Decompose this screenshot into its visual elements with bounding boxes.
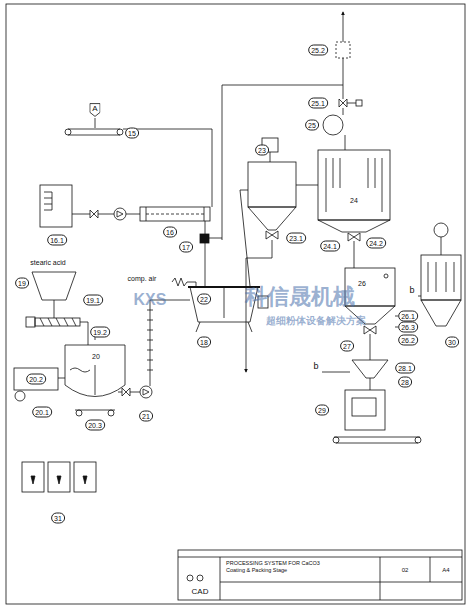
feed-marker: A <box>89 103 100 117</box>
label-text: b <box>408 285 415 296</box>
callout-text: 16 <box>166 229 174 236</box>
label-text: A4 <box>441 566 450 574</box>
title-text: PROCESSING SYSTEM FOR CaCO3Coating & Pac… <box>226 560 320 574</box>
drawing-frame <box>6 4 465 604</box>
callout-text: 23 <box>258 147 266 154</box>
callout-number: 16.1 <box>47 235 67 246</box>
callout-number: 25 <box>305 120 319 131</box>
callout-number: 17 <box>179 242 193 253</box>
cyclone-separator <box>240 138 318 372</box>
drawing-title: PROCESSING SYSTEM FOR CaCO3 <box>226 560 320 567</box>
callout-text: 20.2 <box>29 376 43 383</box>
callout-number: 29 <box>315 405 329 416</box>
callout-text: 20.1 <box>35 409 49 416</box>
callout-text: 30 <box>448 339 456 346</box>
callout-text: 22 <box>200 296 208 303</box>
callout-text: 25.2 <box>311 47 325 54</box>
callout-number: 20.1 <box>32 407 52 418</box>
watermark: KXS <box>133 291 168 309</box>
callout-number: 28 <box>398 377 412 388</box>
drawing-subtitle: Coating & Packing Stage <box>226 567 320 574</box>
callout-text: 26.2 <box>401 337 415 344</box>
label-text: stearic acid <box>29 258 66 267</box>
air-compressor <box>172 278 196 287</box>
callout-text: 28 <box>401 379 409 386</box>
callout-text: 27 <box>343 343 351 350</box>
callout-text: 20.3 <box>88 422 102 429</box>
callout-text: 26.3 <box>401 324 415 331</box>
callout-number: 26.2 <box>398 335 418 346</box>
callout-number: 19.1 <box>83 295 103 306</box>
callout-number: 19.2 <box>90 327 110 338</box>
callout-text: 25 <box>308 122 316 129</box>
label-text: 24 <box>349 196 359 205</box>
callout-text: 25.1 <box>311 100 325 107</box>
belt-conveyor <box>65 118 212 207</box>
callout-number: 15 <box>125 128 139 139</box>
callout-text: 19.2 <box>93 329 107 336</box>
callout-number: 28.1 <box>395 363 415 374</box>
callout-number: 26.1 <box>398 311 418 322</box>
watermark: 超细粉体设备解决方案 <box>265 315 367 327</box>
callout-number: 23.1 <box>286 233 306 244</box>
label-text: comp. air <box>127 274 158 283</box>
dust-collector <box>418 223 461 326</box>
callout-number: 20.2 <box>26 374 46 385</box>
bag-symbols <box>22 462 96 492</box>
callout-text: 19.1 <box>86 297 100 304</box>
heating-tank <box>40 185 140 227</box>
callout-number: 27 <box>340 341 354 352</box>
callout-text: 19 <box>18 280 26 287</box>
callout-number: 16 <box>163 227 177 238</box>
air-duct <box>222 85 343 240</box>
callout-number: 23 <box>255 145 269 156</box>
callout-number: 30 <box>445 337 459 348</box>
callout-number: 18 <box>197 337 211 348</box>
bag-filter <box>318 150 390 268</box>
callout-number: 25.1 <box>308 98 328 109</box>
label-text: b <box>312 361 319 372</box>
callout-number: 26.3 <box>398 322 418 333</box>
callout-text: 26.1 <box>401 313 415 320</box>
callout-number: 22 <box>197 294 211 305</box>
callout-number: 20.3 <box>85 420 105 431</box>
watermark: 科信晟机械 <box>244 285 356 309</box>
label-text: 02 <box>401 566 410 574</box>
callout-number: 31 <box>51 513 65 524</box>
callout-text: 17 <box>182 244 190 251</box>
callout-number: 24.2 <box>366 238 386 249</box>
callout-number: 24.1 <box>320 241 340 252</box>
callout-number: 19 <box>15 278 29 289</box>
callout-text: A <box>92 104 97 113</box>
callout-text: 21 <box>142 413 150 420</box>
callout-text: 23.1 <box>289 235 303 242</box>
label-text: 26 <box>357 279 367 288</box>
callout-number: 21 <box>139 411 153 422</box>
callout-number: 25.2 <box>308 45 328 56</box>
label-text: 20 <box>91 352 101 361</box>
callout-text: 16.1 <box>50 237 64 244</box>
callout-text: 29 <box>318 407 326 414</box>
callout-text: 24.2 <box>369 240 383 247</box>
exhaust-fan-stack <box>323 12 362 150</box>
stearic-acid-unit <box>14 272 190 416</box>
callout-text: 24.1 <box>323 243 337 250</box>
label-text: CAD <box>191 587 210 597</box>
callout-text: 28.1 <box>398 365 412 372</box>
callout-text: 31 <box>54 515 62 522</box>
callout-text: 15 <box>128 130 136 137</box>
callout-text: 18 <box>200 339 208 346</box>
title-block <box>178 550 462 600</box>
